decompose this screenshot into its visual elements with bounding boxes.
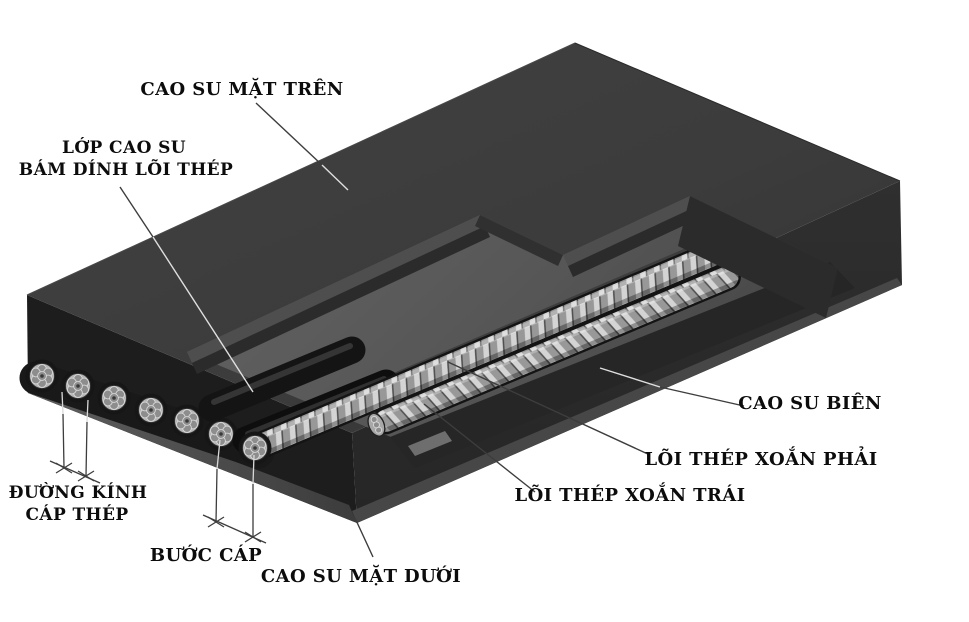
label-cord-right-twist: LÕI THÉP XOẮN PHẢI bbox=[644, 444, 877, 470]
bottom-cover-face-right bbox=[352, 278, 902, 523]
label-bonding-layer-line1: LỚP CAO SU bbox=[62, 137, 186, 158]
recess-step-wall bbox=[475, 215, 563, 266]
recess-wall-back-left bbox=[192, 226, 490, 374]
leader-lines bbox=[119, 102, 745, 558]
steel-cable-left-twist bbox=[367, 263, 741, 437]
diameter-dimension bbox=[49, 391, 101, 484]
recess-shelf-back-left bbox=[187, 215, 485, 363]
cord-cross-section bbox=[134, 393, 168, 427]
label-bonding-layer-line2: BÁM DÍNH LÕI THÉP bbox=[19, 158, 233, 180]
cord-cross-section bbox=[170, 404, 204, 438]
front-cord-row bbox=[19, 359, 275, 469]
belt-body bbox=[20, 42, 902, 523]
label-cable-pitch: BƯỚC CÁP bbox=[150, 543, 262, 566]
pitch-dimension bbox=[202, 439, 267, 544]
edge-rubber-band bbox=[390, 262, 855, 468]
recess-shelf-back-mid bbox=[563, 196, 695, 266]
cord-cross-section bbox=[25, 359, 59, 393]
label-cord-left-twist: LÕI THÉP XOẮN TRÁI bbox=[515, 481, 746, 506]
labels: CAO SU MẶT TRÊN LỚP CAO SU BÁM DÍNH LÕI … bbox=[9, 77, 882, 587]
recess-block-wall bbox=[678, 196, 838, 318]
label-cable-diameter-line2: CÁP THÉP bbox=[25, 504, 128, 525]
cord-cross-section bbox=[97, 381, 131, 415]
cord-cross-section bbox=[61, 369, 95, 403]
label-cable-diameter-line1: ĐƯỜNG KÍNH bbox=[9, 482, 148, 503]
recess-wall-back-mid bbox=[568, 207, 700, 277]
recess-ledge bbox=[408, 431, 452, 456]
label-edge-rubber: CAO SU BIÊN bbox=[738, 391, 881, 414]
steel-cable-right-twist bbox=[248, 241, 725, 459]
label-bottom-cover: CAO SU MẶT DƯỚI bbox=[261, 564, 461, 587]
cord-cross-section bbox=[204, 417, 238, 451]
cable-end-cross-section bbox=[238, 431, 272, 465]
label-top-cover: CAO SU MẶT TRÊN bbox=[140, 77, 343, 100]
